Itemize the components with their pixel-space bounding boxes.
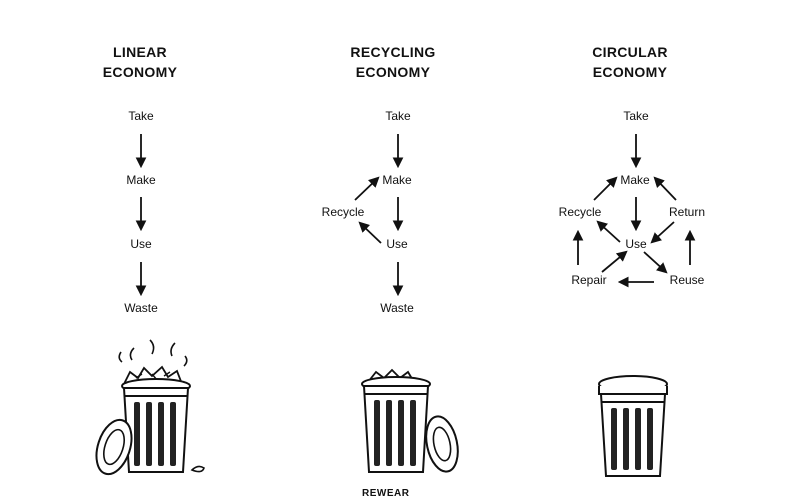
- title-line-1: LINEAR: [113, 44, 167, 60]
- trash-can-overflowing-icon: [95, 339, 205, 476]
- linear-economy-title: LINEAR ECONOMY: [40, 42, 240, 82]
- arrow-circular-recycle-make: [593, 176, 618, 201]
- circular-node-take: Take: [623, 109, 649, 123]
- title-line-2: ECONOMY: [355, 64, 431, 80]
- recycling-economy-title: RECYCLING ECONOMY: [293, 42, 493, 82]
- recycling-node-use: Use: [386, 237, 408, 251]
- title-line-1: RECYCLING: [350, 44, 436, 60]
- title-line-2: ECONOMY: [102, 64, 178, 80]
- circular-economy-title: CIRCULAR ECONOMY: [530, 42, 730, 82]
- arrow-circular-use-recycle: [596, 220, 621, 243]
- title-line-1: CIRCULAR: [592, 44, 668, 60]
- recycling-node-take: Take: [385, 109, 411, 123]
- arrow-circular-return-make: [653, 176, 677, 201]
- circular-node-use: Use: [625, 237, 647, 251]
- arrow-recycling-use-recycle: [358, 221, 382, 244]
- linear-node-take: Take: [128, 109, 154, 123]
- linear-node-waste: Waste: [124, 301, 158, 315]
- recycling-node-waste: Waste: [380, 301, 414, 315]
- circular-node-repair: Repair: [571, 273, 607, 287]
- brand-logo: REWEAR: [362, 488, 410, 499]
- arrow-circular-return-use: [650, 221, 675, 244]
- arrow-circular-repair-use: [601, 250, 628, 273]
- linear-node-make: Make: [126, 173, 156, 187]
- circular-node-recycle: Recycle: [558, 205, 602, 219]
- linear-node-use: Use: [130, 237, 152, 251]
- trash-can-half-full-icon: [361, 368, 459, 473]
- recycling-node-recycle: Recycle: [321, 205, 365, 219]
- circular-node-reuse: Reuse: [669, 273, 705, 287]
- arrow-recycling-recycle-make: [354, 176, 380, 201]
- circular-node-make: Make: [620, 173, 650, 187]
- circular-node-return: Return: [668, 205, 706, 219]
- title-line-2: ECONOMY: [592, 64, 668, 80]
- recycling-node-make: Make: [382, 173, 412, 187]
- trash-can-empty-icon: [598, 375, 668, 477]
- arrow-circular-use-reuse: [643, 251, 668, 274]
